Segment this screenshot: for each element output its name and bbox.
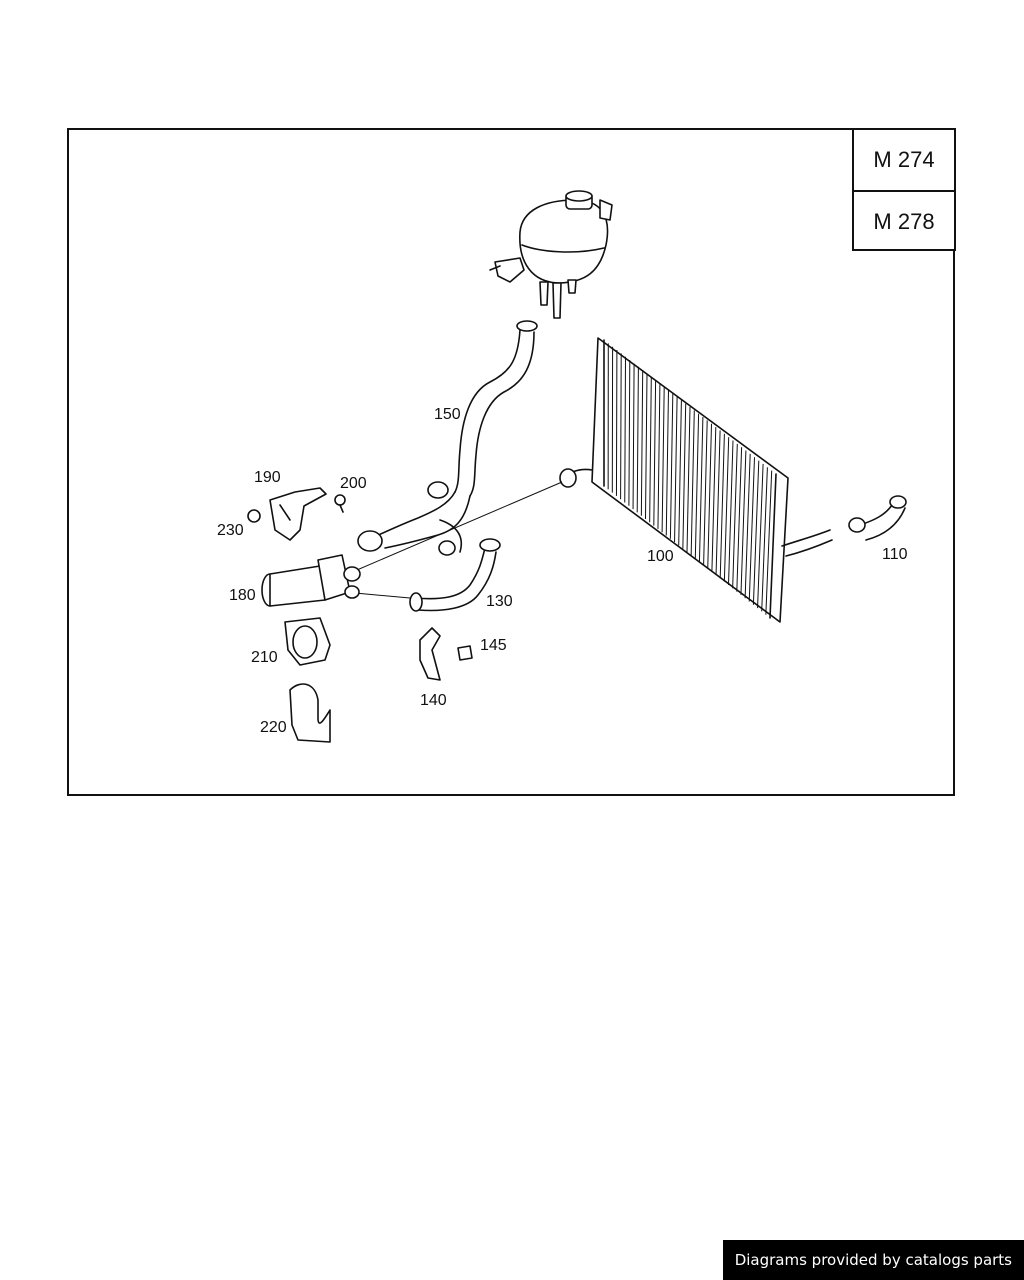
engine-variant-box: M 274 M 278 <box>852 128 956 251</box>
radiator-100 <box>559 337 789 623</box>
credit-banner: Diagrams provided by catalogs parts <box>722 1240 1024 1280</box>
part-label-110: 110 <box>882 546 908 563</box>
part-label-100: 100 <box>647 548 674 565</box>
hose-150 <box>357 320 538 556</box>
part-label-210: 210 <box>251 649 278 666</box>
hose-130 <box>354 538 501 612</box>
engine-variant-m274: M 274 <box>873 147 935 172</box>
part-label-220: 220 <box>260 719 287 736</box>
part-label-130: 130 <box>486 593 513 610</box>
pump-180 <box>261 554 361 607</box>
part-label-200: 200 <box>340 475 367 492</box>
bracket-190 <box>247 487 346 541</box>
expansion-tank <box>489 190 613 319</box>
clip-140 <box>419 627 473 681</box>
strap-220 <box>289 683 331 743</box>
part-label-190: 190 <box>254 469 281 486</box>
mount-210 <box>284 617 331 666</box>
part-label-145: 145 <box>480 637 507 654</box>
hose-110 <box>781 495 907 557</box>
part-label-150: 150 <box>434 406 461 423</box>
part-label-180: 180 <box>229 587 256 604</box>
part-label-140: 140 <box>420 692 447 709</box>
diagram-frame <box>67 128 955 796</box>
engine-variant-m278: M 278 <box>854 190 954 252</box>
part-label-230: 230 <box>217 522 244 539</box>
